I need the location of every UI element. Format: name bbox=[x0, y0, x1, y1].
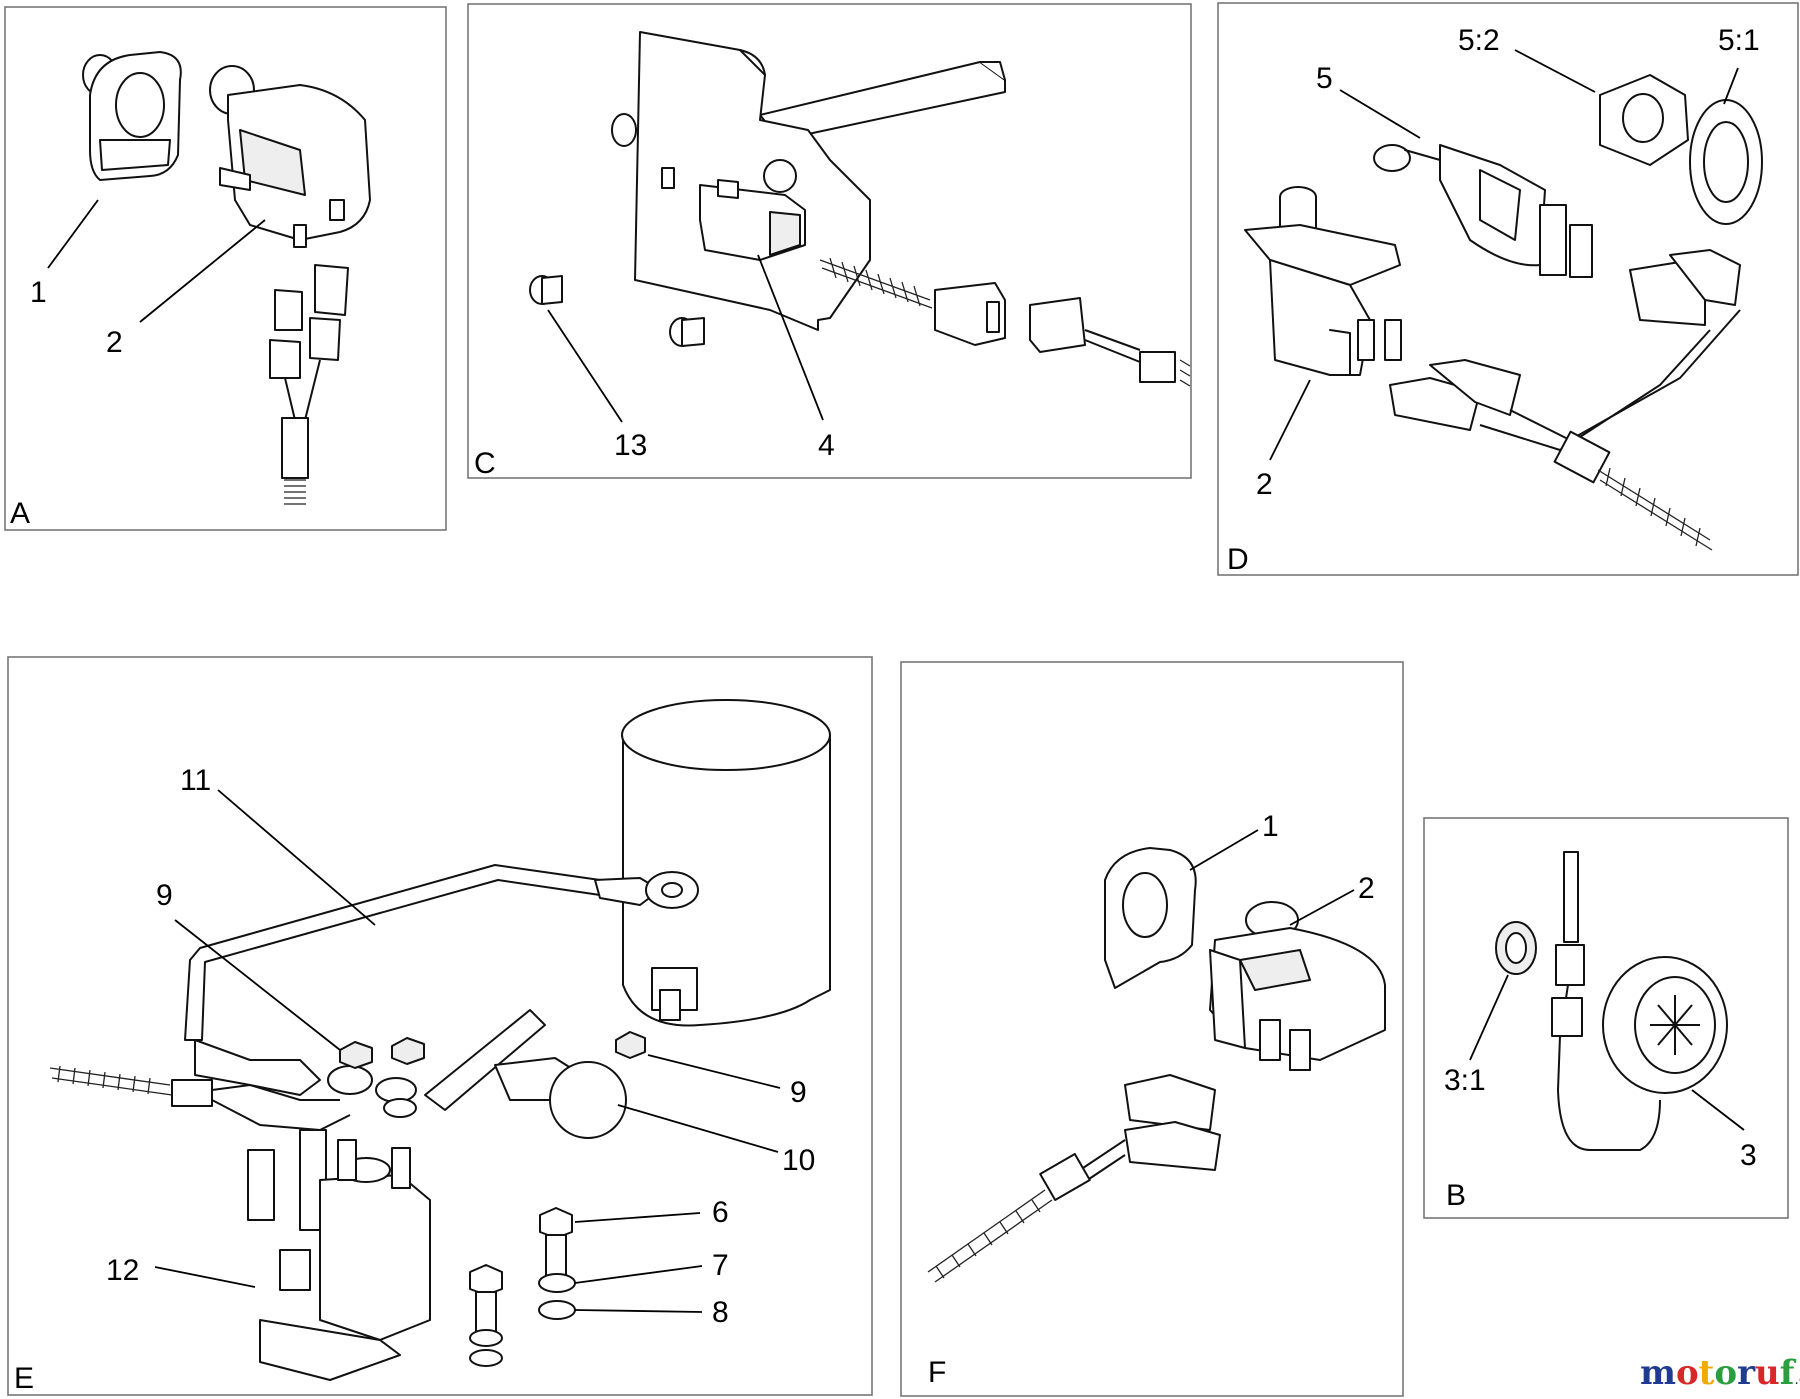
washer-left-b bbox=[469, 1349, 503, 1367]
panel-e: 11 9 9 10 6 7 8 12 E bbox=[7, 656, 873, 1396]
nut-9-a bbox=[339, 1041, 373, 1069]
callout-e-9b: 9 bbox=[790, 1076, 807, 1109]
bezel-part bbox=[82, 51, 182, 181]
callout-e-12: 12 bbox=[106, 1254, 139, 1287]
svg-text:motoruf.de: motoruf.de bbox=[1640, 1353, 1800, 1393]
leader-e-10 bbox=[617, 1104, 779, 1153]
callout-e-11: 11 bbox=[180, 764, 211, 797]
callout-f-1: 1 bbox=[1262, 810, 1279, 843]
wire-harness-part bbox=[1389, 249, 1741, 551]
leader-d-52 bbox=[1514, 49, 1596, 93]
callout-e-8: 8 bbox=[712, 1296, 729, 1329]
leader-e-9b bbox=[647, 1054, 781, 1089]
leader-f-1 bbox=[1189, 829, 1259, 871]
callout-c-4: 4 bbox=[818, 429, 835, 462]
nut-9-c bbox=[615, 1031, 646, 1059]
leader-d-5 bbox=[1339, 89, 1421, 139]
harness-part bbox=[49, 1065, 351, 1231]
key-switch-part bbox=[1373, 144, 1593, 278]
washer-left-a bbox=[469, 1329, 503, 1347]
leader-a-1 bbox=[47, 199, 99, 269]
leader-e-11 bbox=[217, 789, 376, 926]
solenoid-part bbox=[259, 1139, 431, 1381]
leader-e-7 bbox=[574, 1265, 703, 1284]
leader-f-2 bbox=[1289, 889, 1355, 926]
callout-f-2: 2 bbox=[1358, 872, 1375, 905]
cable-part bbox=[184, 864, 699, 1096]
callout-d-51: 5:1 bbox=[1718, 24, 1760, 57]
callout-d-52: 5:2 bbox=[1458, 24, 1500, 57]
callout-c-13: 13 bbox=[614, 429, 647, 462]
panel-f: 1 2 F bbox=[900, 661, 1404, 1397]
switch-part-f bbox=[1209, 901, 1386, 1071]
washer-8 bbox=[538, 1300, 576, 1320]
callout-d-5: 5 bbox=[1316, 62, 1333, 95]
leader-c-13 bbox=[547, 309, 623, 423]
bezel-part-f bbox=[1104, 847, 1197, 989]
leader-d-51 bbox=[1723, 67, 1739, 105]
interlock-switch-assembly bbox=[529, 31, 1191, 387]
panel-c: 13 4 C bbox=[467, 3, 1192, 480]
connector-part bbox=[269, 264, 349, 505]
plunger-switch-part bbox=[1244, 186, 1402, 376]
switch-part bbox=[209, 65, 371, 248]
grommet-part bbox=[1495, 921, 1537, 975]
callout-b-3: 3 bbox=[1740, 1139, 1757, 1172]
leader-e-9a bbox=[174, 919, 341, 1051]
leader-d-2 bbox=[1269, 379, 1311, 461]
panel-e-letter: E bbox=[14, 1362, 34, 1395]
leader-e-12 bbox=[154, 1266, 256, 1288]
panel-a-letter: A bbox=[10, 497, 30, 530]
callout-e-6: 6 bbox=[712, 1196, 729, 1229]
callout-a-1: 1 bbox=[30, 276, 47, 309]
leader-b-31 bbox=[1469, 974, 1509, 1061]
bolt-6 bbox=[539, 1207, 573, 1286]
panel-f-letter: F bbox=[928, 1356, 946, 1389]
panel-d-letter: D bbox=[1227, 543, 1249, 576]
hex-nut-part bbox=[1599, 74, 1689, 166]
leader-a-2 bbox=[139, 219, 266, 323]
callout-e-10: 10 bbox=[782, 1144, 815, 1177]
panel-d: 5 5:2 5:1 2 D bbox=[1217, 2, 1799, 576]
leader-e-8 bbox=[574, 1309, 703, 1313]
callout-a-2: 2 bbox=[106, 326, 123, 359]
harness-part-f bbox=[927, 1074, 1221, 1283]
panel-b-letter: B bbox=[1446, 1179, 1466, 1212]
callout-b-31: 3:1 bbox=[1444, 1064, 1486, 1097]
buzzer-part bbox=[1551, 851, 1728, 1151]
panel-b: 3:1 3 B bbox=[1423, 817, 1789, 1219]
callout-e-7: 7 bbox=[712, 1249, 729, 1282]
lock-washer-part bbox=[1689, 99, 1763, 225]
cable-end-part bbox=[424, 1009, 546, 1111]
leader-e-6 bbox=[574, 1212, 701, 1223]
starter-motor-part bbox=[621, 699, 831, 1027]
leader-b-3 bbox=[1691, 1089, 1745, 1131]
terminal-boot-part bbox=[494, 1057, 627, 1139]
leader-c-4 bbox=[757, 254, 824, 421]
callout-d-2: 2 bbox=[1256, 468, 1273, 501]
washer-7 bbox=[538, 1273, 576, 1293]
watermark-logo: motoruf.de bbox=[1640, 1353, 1800, 1393]
callout-e-9a: 9 bbox=[156, 879, 173, 912]
panel-c-letter: C bbox=[474, 447, 496, 480]
panel-a: 1 2 A bbox=[4, 6, 447, 531]
nut-9-b bbox=[391, 1037, 425, 1065]
